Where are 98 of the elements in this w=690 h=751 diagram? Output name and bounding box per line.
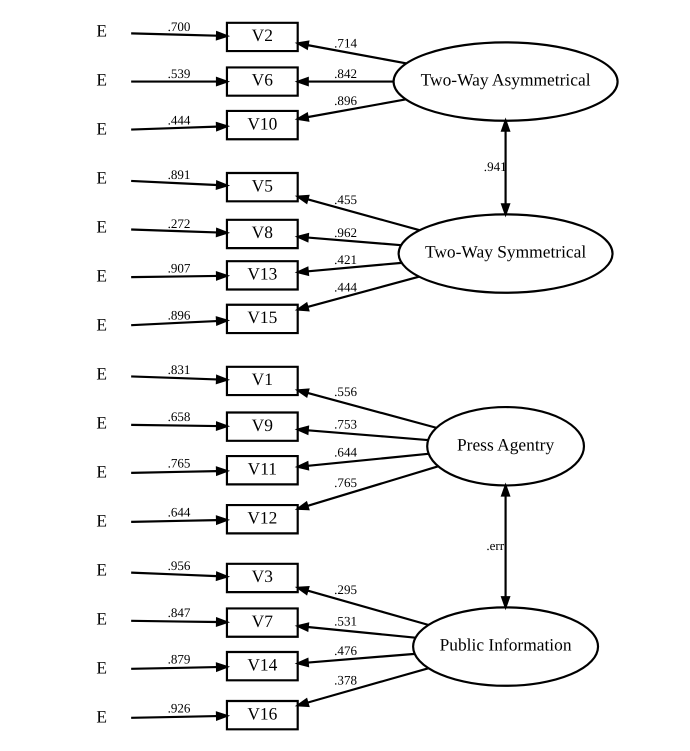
node-ellipse: Two-Way Symmetrical [398,213,614,294]
arrow [294,622,416,639]
edge-label: .421 [334,252,358,268]
edge-label: .926 [168,700,190,716]
arrow [294,194,420,232]
arrow [294,98,406,122]
arrow [294,76,394,87]
node-box: V10 [226,110,299,140]
edge-label: .295 [334,582,358,597]
edge-label: .941 [484,158,507,174]
node-box: V2 [226,22,299,52]
arrow [294,276,420,312]
edge-label: .956 [168,558,190,573]
edge-label: .891 [168,167,190,182]
node-box: V16 [226,700,299,730]
arrow [294,425,428,442]
arrow [294,40,406,64]
edge-label: .700 [168,19,190,34]
edge-label: .658 [168,408,190,424]
edge-label: .531 [334,613,358,628]
edge-label: .444 [334,279,358,294]
edge-label: .896 [334,93,358,108]
edge-label: .455 [334,192,358,208]
arrow [294,452,428,471]
node-text: E [96,266,108,286]
edge-label: .378 [334,672,358,688]
arrow [294,667,429,708]
node-text: E [96,20,108,41]
node-text: E [96,462,108,482]
edge-label: .765 [334,475,358,490]
arrow [131,30,230,41]
arrow [131,374,230,384]
node-box: V8 [226,218,299,250]
arrow [500,482,511,610]
node-box: V9 [226,411,299,442]
node-ellipse: Two-Way Asymmetrical [392,41,619,122]
node-box: V7 [226,607,299,638]
arrow [131,711,230,722]
arrow [131,122,230,132]
node-text: E [96,364,108,384]
node-ellipse: Press Agentry [426,406,586,487]
node-text: E [96,706,108,727]
node-text: E [96,314,108,335]
edge-label: .539 [168,66,190,81]
arrow [131,662,230,672]
arrow [131,227,230,238]
edge-label: .879 [168,652,190,667]
node-text: E [96,608,108,629]
arrow [131,76,230,87]
node-box: V14 [226,650,299,682]
node-text: E [96,70,108,90]
node-box: V1 [226,366,299,396]
node-text: E [96,216,108,237]
node-text: E [96,510,108,531]
arrow [294,388,436,429]
edge-label: .847 [168,604,190,620]
node-text: E [96,560,108,580]
node-box: V13 [226,260,299,291]
edge-label: .644 [334,444,358,460]
arrow [294,586,429,626]
edge-label: .644 [168,504,190,520]
edge-label: .765 [168,456,190,471]
node-text: E [96,412,108,433]
arrow [294,232,402,246]
arrow [131,421,230,431]
node-text: E [96,118,108,139]
arrow [500,118,511,218]
arrow [131,271,230,281]
edge-label: .896 [168,308,190,323]
edge-label: .753 [334,416,358,432]
node-box: V15 [226,304,299,334]
edge-label: .444 [168,112,190,128]
arrow [131,316,230,326]
edge-label: .272 [168,216,190,232]
node-box: V3 [226,562,299,594]
arrow [131,180,230,190]
edge-label: .err [486,538,504,553]
edge-label: .842 [334,66,358,81]
node-text: E [96,658,108,678]
arrow [131,571,230,582]
node-text: E [96,168,108,188]
node-ellipse: Public Information [412,606,600,687]
node-box: V5 [226,172,299,202]
node-box: V12 [226,504,299,534]
arrow [131,617,230,627]
edge-label: .556 [334,384,358,399]
node-box: V6 [226,66,299,97]
arrow [131,466,230,476]
edge-label: .714 [334,35,358,50]
arrow [294,465,438,510]
arrow [294,652,415,668]
edge-label: .962 [334,224,358,240]
arrow [294,262,402,276]
edge-label: .831 [168,362,190,377]
edge-label: .476 [334,642,358,658]
arrow [131,515,230,526]
edge-label: .907 [168,260,190,276]
node-box: V11 [226,454,299,486]
